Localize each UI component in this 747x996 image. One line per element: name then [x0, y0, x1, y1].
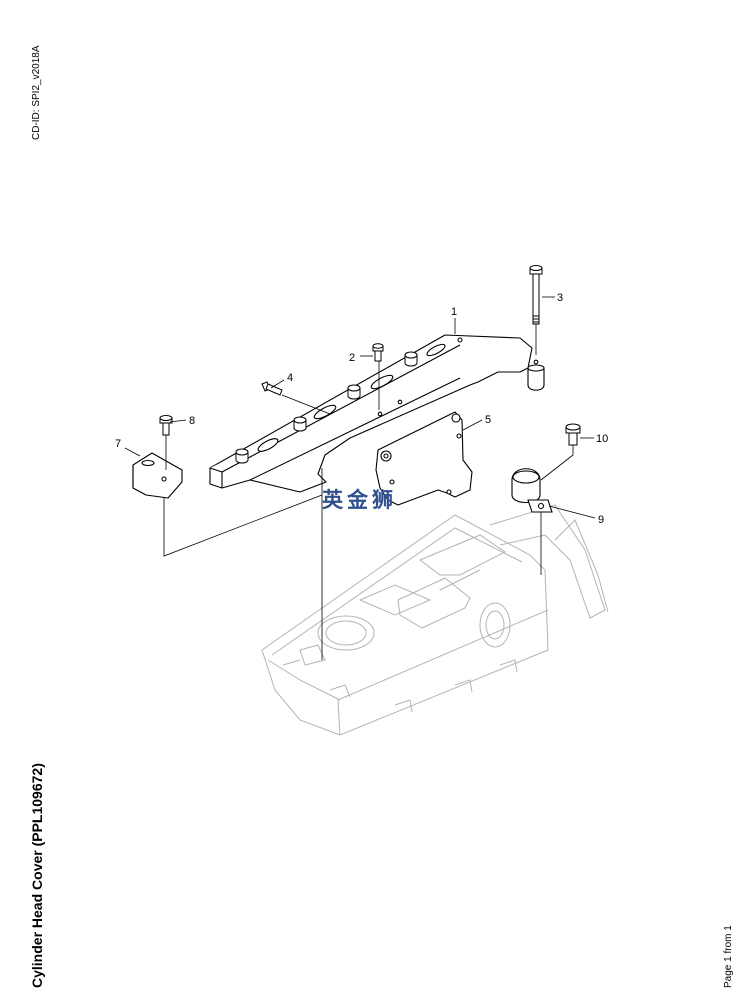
bolt-part-2	[372, 343, 384, 362]
clip-part-9	[511, 468, 553, 513]
bracket-spacers	[235, 351, 418, 464]
callout-4: 4	[287, 372, 293, 384]
long-bolt-part-3	[529, 265, 543, 325]
callout-7: 7	[115, 438, 121, 450]
callout-9: 9	[598, 514, 604, 526]
bolt-part-10	[565, 423, 581, 446]
callout-2: 2	[349, 352, 355, 364]
callout-1: 1	[451, 306, 457, 318]
main-bracket-part-1	[209, 334, 545, 493]
bolt-part-4	[261, 381, 283, 396]
callout-8: 8	[189, 415, 195, 427]
plate-part-7	[132, 452, 183, 499]
cylinder-head-cover	[261, 504, 609, 736]
assembly-lines	[124, 296, 596, 660]
bolt-part-8	[159, 415, 173, 436]
watermark-logo: 英金狮	[322, 488, 397, 512]
callout-5: 5	[485, 414, 491, 426]
sub-bracket-part-5	[375, 411, 473, 506]
callout-10: 10	[596, 433, 608, 445]
callout-3: 3	[557, 292, 563, 304]
